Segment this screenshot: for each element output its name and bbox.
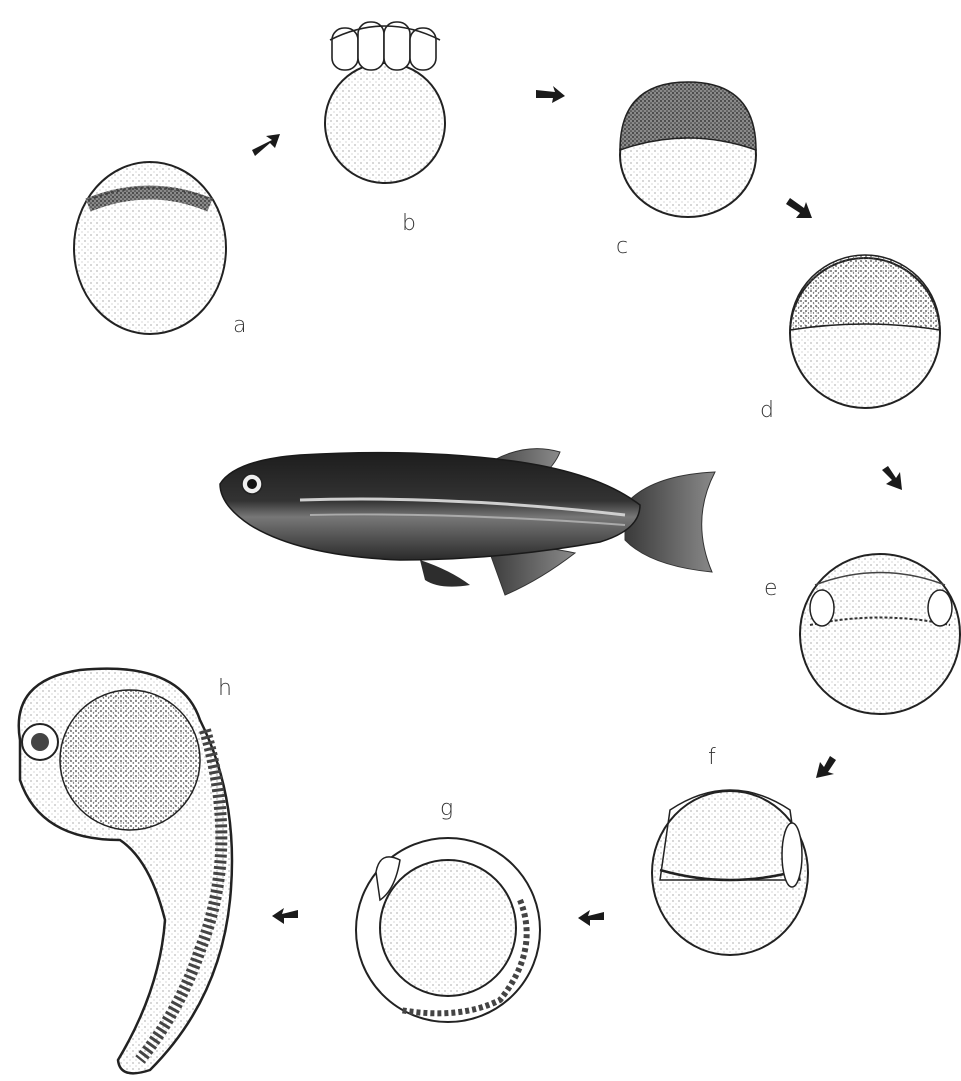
stage-label-d: d bbox=[760, 398, 774, 423]
arrow-c-to-d bbox=[786, 198, 812, 218]
stage-label-e: e bbox=[764, 576, 778, 601]
arrow-d-to-e bbox=[882, 466, 902, 490]
embryo-stage-d bbox=[790, 255, 940, 408]
arrow-b-to-c bbox=[536, 86, 565, 103]
stage-label-a: a bbox=[233, 313, 246, 338]
embryo-stage-f bbox=[652, 790, 808, 955]
embryo-stage-c bbox=[620, 82, 756, 217]
adult-zebrafish-image bbox=[220, 449, 715, 595]
arrow-g-to-h bbox=[272, 908, 298, 924]
embryo-stage-h bbox=[19, 669, 232, 1074]
stage-label-f: f bbox=[708, 745, 716, 770]
stage-label-h: h bbox=[218, 676, 232, 701]
arrow-f-to-g bbox=[578, 910, 604, 926]
embryo-stage-b bbox=[325, 22, 445, 183]
embryo-stage-a bbox=[74, 162, 226, 334]
arrow-a-to-b bbox=[252, 134, 280, 156]
embryo-stage-e bbox=[800, 554, 960, 714]
stage-label-g: g bbox=[440, 796, 453, 821]
stage-label-b: b bbox=[402, 211, 416, 236]
stage-label-c: c bbox=[616, 234, 628, 259]
arrow-e-to-f bbox=[816, 756, 836, 778]
embryo-stage-g bbox=[356, 838, 540, 1022]
